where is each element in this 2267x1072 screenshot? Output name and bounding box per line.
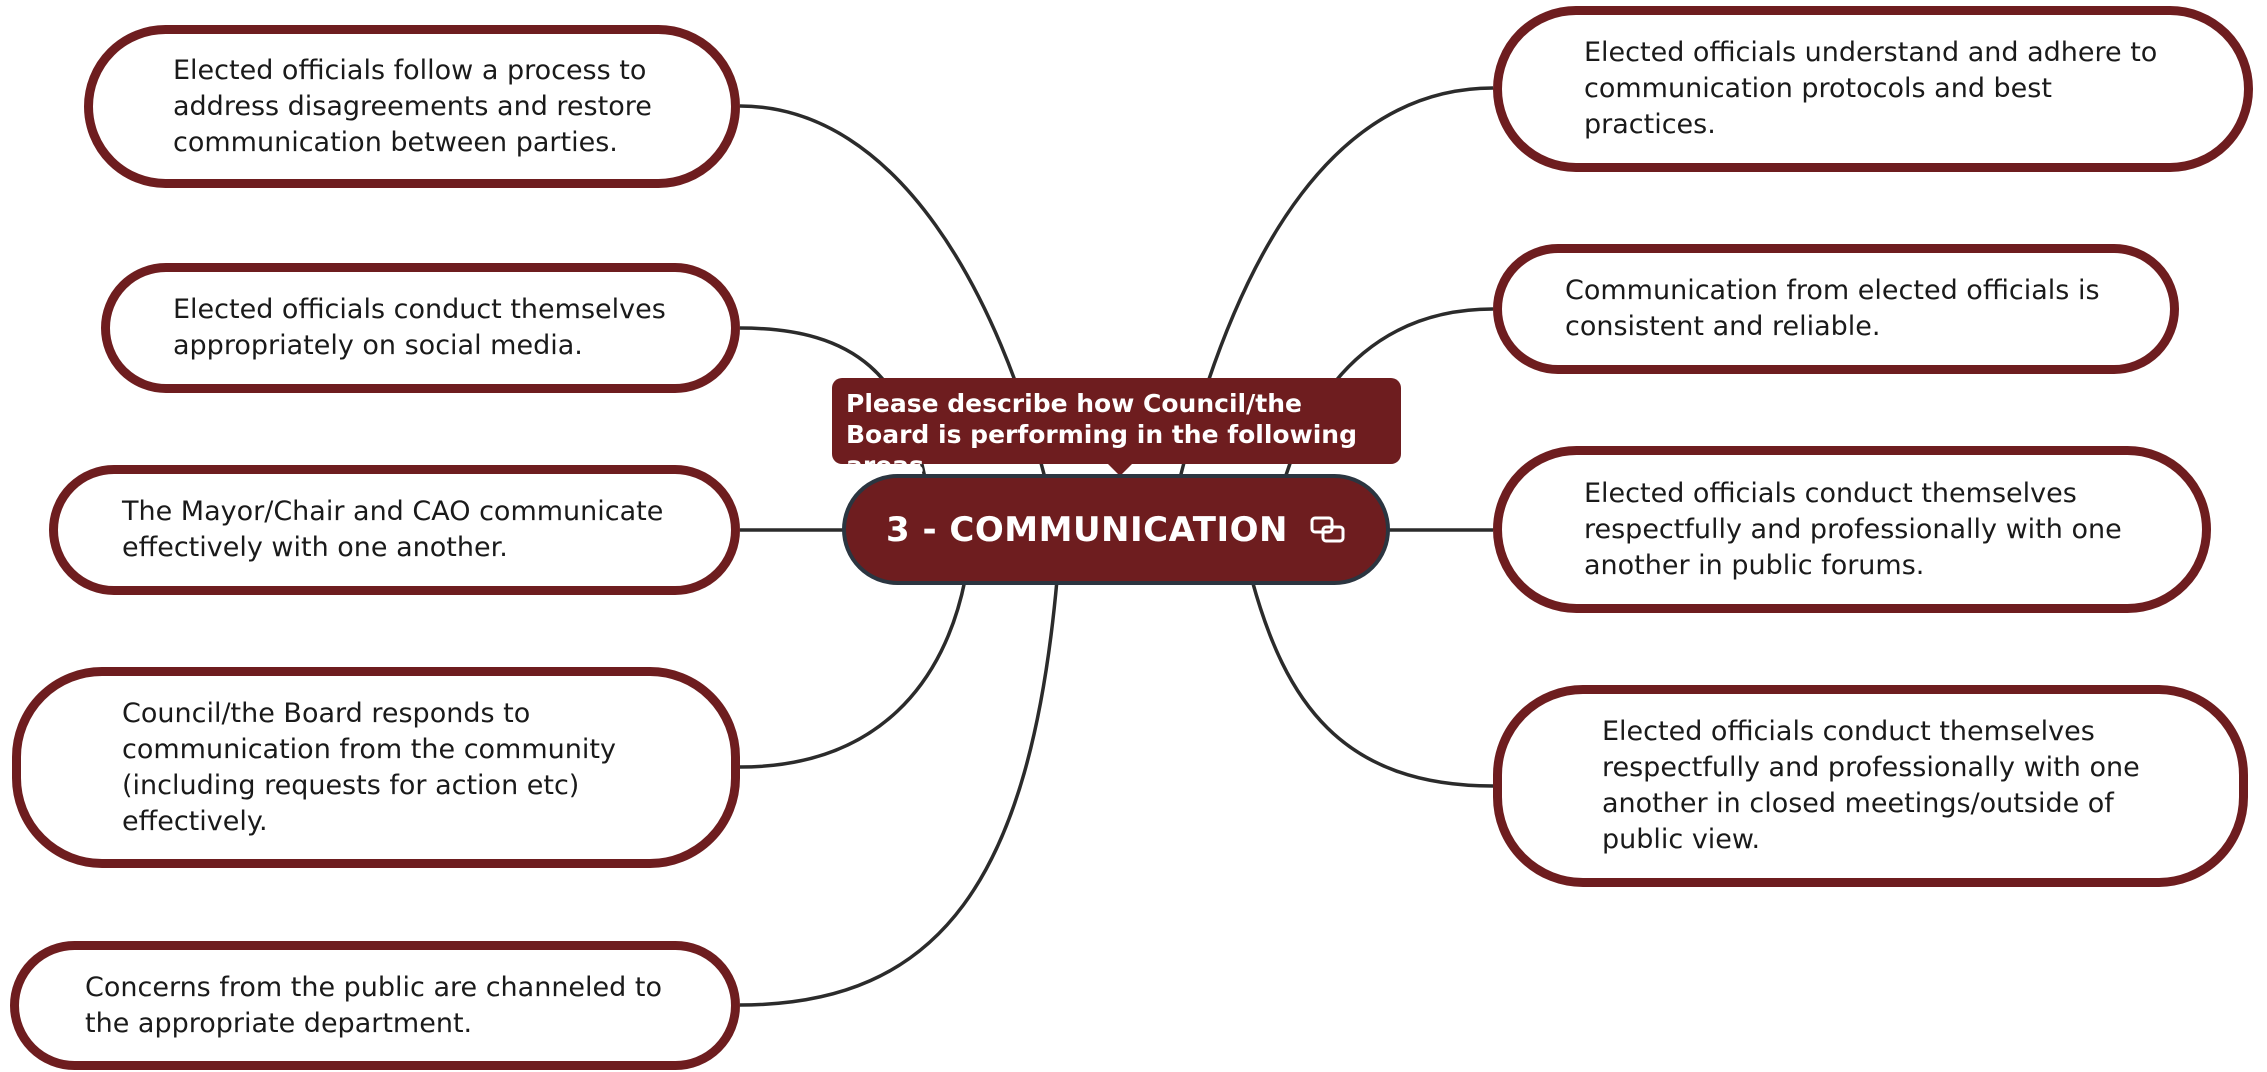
topic-right-3-text: Elected officials conduct themselves res… [1584,477,2122,581]
instruction-callout: Please describe how Council/the Board is… [832,378,1401,480]
link-icon[interactable] [1310,515,1346,545]
topic-left-5[interactable]: Concerns from the public are channeled t… [10,941,740,1070]
central-topic[interactable]: 3 - COMMUNICATION [842,474,1390,585]
topic-left-4[interactable]: Council/the Board responds to communicat… [12,667,740,868]
connector-left-4 [739,579,967,769]
topic-left-5-text: Concerns from the public are channeled t… [85,971,662,1039]
topic-left-2[interactable]: Elected officials conduct themselves app… [101,263,740,393]
topic-left-4-text: Council/the Board responds to communicat… [122,697,616,837]
central-topic-title: 3 - COMMUNICATION [885,509,1288,550]
topic-right-4-text: Elected officials conduct themselves res… [1602,716,2140,855]
connector-right-4 [1250,579,1494,788]
topic-right-3[interactable]: Elected officials conduct themselves res… [1493,446,2211,613]
topic-right-2[interactable]: Communication from elected officials is … [1493,244,2179,374]
callout-pointer [1108,464,1132,476]
topic-right-1-text: Elected officials understand and adhere … [1584,37,2158,140]
topic-left-1-text: Elected officials follow a process to ad… [173,54,652,158]
topic-right-4[interactable]: Elected officials conduct themselves res… [1493,685,2248,887]
topic-left-2-text: Elected officials conduct themselves app… [173,294,666,361]
instruction-callout-text: Please describe how Council/the Board is… [846,389,1357,480]
topic-right-1[interactable]: Elected officials understand and adhere … [1493,6,2253,172]
connector-left-5 [739,579,1059,1007]
topic-left-3[interactable]: The Mayor/Chair and CAO communicate effe… [49,465,740,595]
topic-left-1[interactable]: Elected officials follow a process to ad… [84,25,740,188]
topic-right-2-text: Communication from elected officials is … [1565,275,2100,342]
topic-left-3-text: The Mayor/Chair and CAO communicate effe… [122,496,664,563]
